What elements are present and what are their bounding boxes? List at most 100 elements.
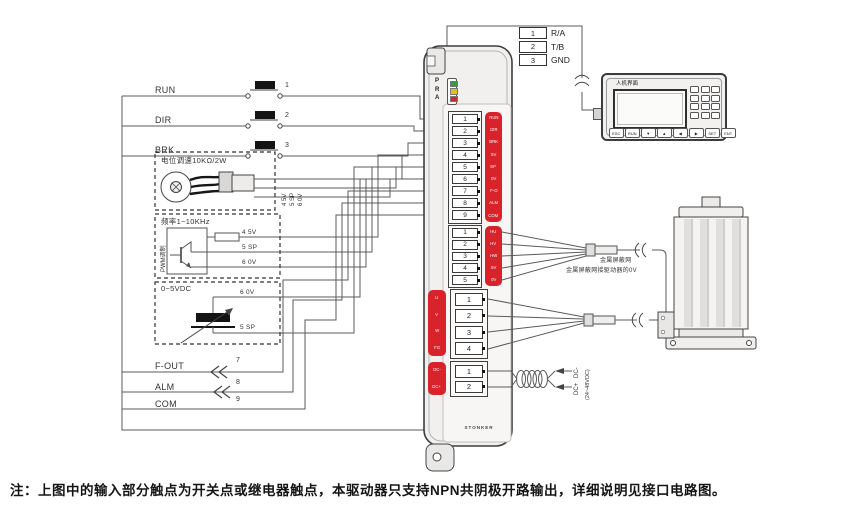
dc-voltage-range-label: (24~48VDC) [585,369,591,400]
switch-wire-number: 3 [285,142,289,149]
freq-box-side-label: PWM调制 [161,245,167,272]
terminal-cell: 3 [455,325,485,339]
keypad-key [690,94,699,102]
switch-wire-number: 1 [285,82,289,89]
shield-label: 金属屏蔽网 [600,258,632,264]
hmi-function-row: ESC RUN ▼ ▲ ◀ ▶ SET ENT [609,128,736,138]
signal-wires [121,25,593,431]
option-box-borders [154,151,281,345]
led-label: A [435,95,440,102]
hmi-title: 人机界面 [616,81,639,87]
signal-label: F-O [489,188,498,194]
pot-pin-label: 5 SP [290,192,296,206]
driver-terminal-block-hall: 1 2 3 4 5 [448,225,482,288]
hall-cable [501,231,667,312]
hmi-function-key: ◀ [673,128,688,138]
keypad-key [711,86,720,93]
dc-minus-label: DC- [574,367,580,378]
comm-row: 1 R/A [519,27,570,39]
terminal-cell: 4 [452,263,480,274]
run-led [449,88,458,95]
comm-terminal-legend: 1 R/A 2 T/B 3 GND [519,27,570,66]
output-wire-number: 8 [236,379,240,386]
signal-label: FG [434,344,440,350]
analog-box-title: 0~5VDC [161,284,192,293]
signal-label: 5V [490,264,497,270]
driver-brand-text: STONKER [464,425,494,430]
hmi-function-key: ▼ [641,128,656,138]
signal-label: HU [490,228,497,234]
comm-row: 2 T/B [519,40,570,53]
terminal-cell: 3 [452,251,480,262]
wire-break-chevrons [210,365,231,399]
freq-box-title: 频率1~10KHz [161,217,210,226]
signal-label: RUN [488,115,499,120]
signal-label: HW [489,252,498,258]
brk-signal-label: BRK [155,145,175,155]
signal-label: SP [490,163,497,169]
comm-terminal-number: 2 [519,40,547,53]
power-signal-strip: DC- DC+ [428,362,446,395]
terminal-cell: 2 [455,309,485,323]
pot-pin-label: 6 0V [298,193,304,206]
hall-signal-strip: HU HV HW 5V 0V [485,226,502,286]
led-label: R [435,86,440,93]
signal-label: V [435,311,439,317]
signal-label: DC- [433,367,441,372]
signal-label: 0V [490,276,497,282]
dc-plus-label: DC+ [574,382,580,395]
comm-wire-break [574,74,590,87]
terminal-cell: 5 [452,275,480,285]
com-signal-label: COM [155,399,177,409]
led-label-column: P R A [435,77,439,103]
terminal-cell: 8 [452,198,480,208]
pot-pin-label: 4 5V [282,193,288,206]
terminal-cell: 1 [452,114,480,124]
signal-label: 5V [490,151,497,157]
keypad-key [700,86,710,93]
comm-terminal-number: 1 [519,27,547,39]
hmi-keypad [690,86,720,119]
driver-terminal-block-motor: 1 2 3 4 [450,289,488,359]
driver-terminal-block-io: 1 2 3 4 5 6 7 8 9 [448,111,482,224]
dir-signal-label: DIR [155,115,172,125]
hmi-function-key: ENT [721,128,736,138]
terminal-cell: 6 [452,174,480,184]
analog-source-symbol [180,297,235,344]
analog-pin-label: 6 0V [240,289,255,296]
motor-signal-strip: U V W FG [428,290,446,356]
terminal-cell: 2 [452,126,480,136]
signal-label: COM [488,212,499,218]
signal-label: BRK [489,139,498,145]
hmi-screen [613,89,687,129]
hmi-function-key: RUN [625,128,640,138]
signal-label: U [435,295,439,300]
signal-label: DIR [489,127,498,132]
signal-label: 0V [490,176,497,181]
keypad-key [711,94,720,102]
terminal-cell: 1 [452,228,480,238]
driver-terminal-block-power: 1 2 [450,361,488,397]
switch-wire-number: 2 [285,112,289,119]
terminal-cell: 1 [455,293,485,307]
terminal-cell: 5 [452,162,480,172]
footnote-text: 注：上图中的输入部分触点为开关点或继电器触点，本驱动器只支持NPN共阴极开路输出… [10,483,727,498]
output-wire-number: 7 [236,357,240,364]
keypad-key [711,111,720,119]
hmi-function-key: ESC [609,128,624,138]
terminal-cell: 1 [455,365,485,378]
keypad-key [690,103,699,110]
signal-label: ALM [489,200,498,206]
keypad-key [700,94,710,102]
led-indicator-block [447,78,458,105]
hmi-panel: 人机界面 ESC RUN ▼ ▲ ◀ ▶ SET ENT [601,73,736,141]
motor-power-cable [487,298,658,350]
keypad-key [690,86,699,93]
fout-signal-label: F-OUT [155,361,184,371]
keypad-key [700,103,710,110]
output-wire-number: 9 [236,396,240,403]
keypad-key [711,103,720,110]
input-switches [245,81,283,159]
comm-terminal-label: T/B [551,41,565,52]
led-label: P [435,78,440,84]
